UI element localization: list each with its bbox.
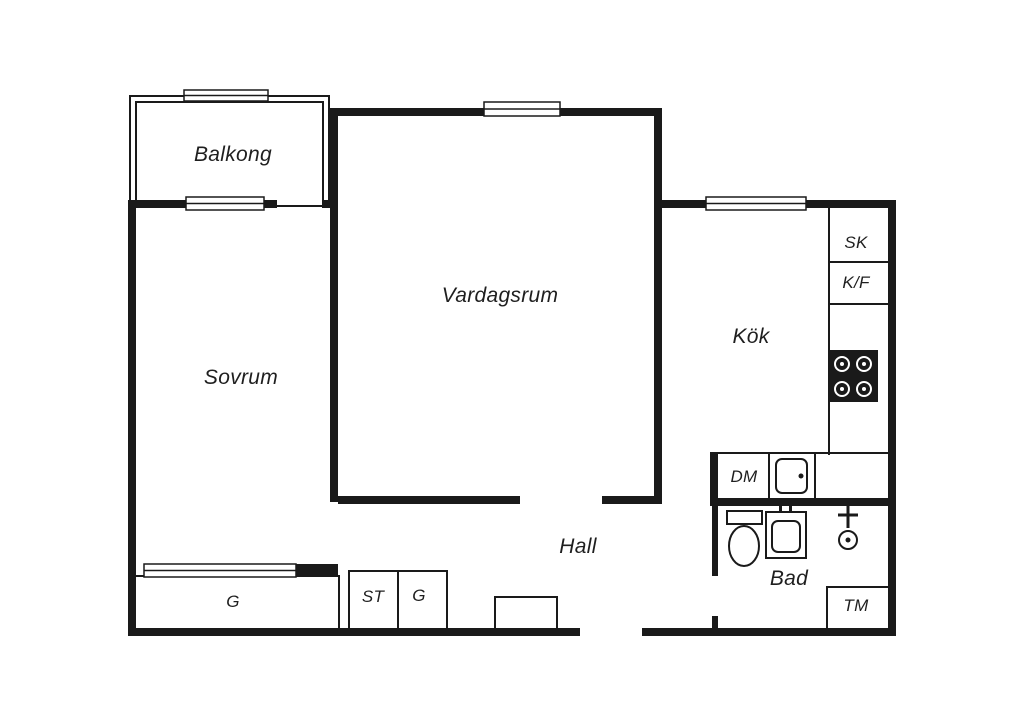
room-label-vardagsrum: Vardagsrum	[441, 284, 559, 307]
room-label-balkong: Balkong	[194, 143, 272, 166]
kitchen-sink-icon	[775, 458, 808, 494]
room-label-hall: Hall	[559, 535, 597, 558]
toilet-icon	[726, 510, 763, 567]
fixture-label-tm: TM	[843, 596, 869, 615]
stove-icon	[830, 350, 878, 402]
room-label-sovrum: Sovrum	[203, 366, 279, 389]
fixture-label-g-small: G	[412, 586, 426, 605]
washbasin-icon	[765, 506, 807, 559]
faucet-icon	[838, 506, 858, 550]
room-label-kok: Kök	[732, 325, 770, 348]
windows	[143, 89, 807, 578]
fixture-label-sk: SK	[844, 233, 868, 252]
fixture-label-dm: DM	[730, 467, 758, 486]
fixture-label-kf: K/F	[842, 273, 870, 292]
fixture-label-g-large: G	[226, 592, 240, 611]
room-label-bad: Bad	[769, 567, 809, 590]
interior-walls	[296, 108, 890, 630]
fixture-label-st: ST	[361, 587, 385, 606]
